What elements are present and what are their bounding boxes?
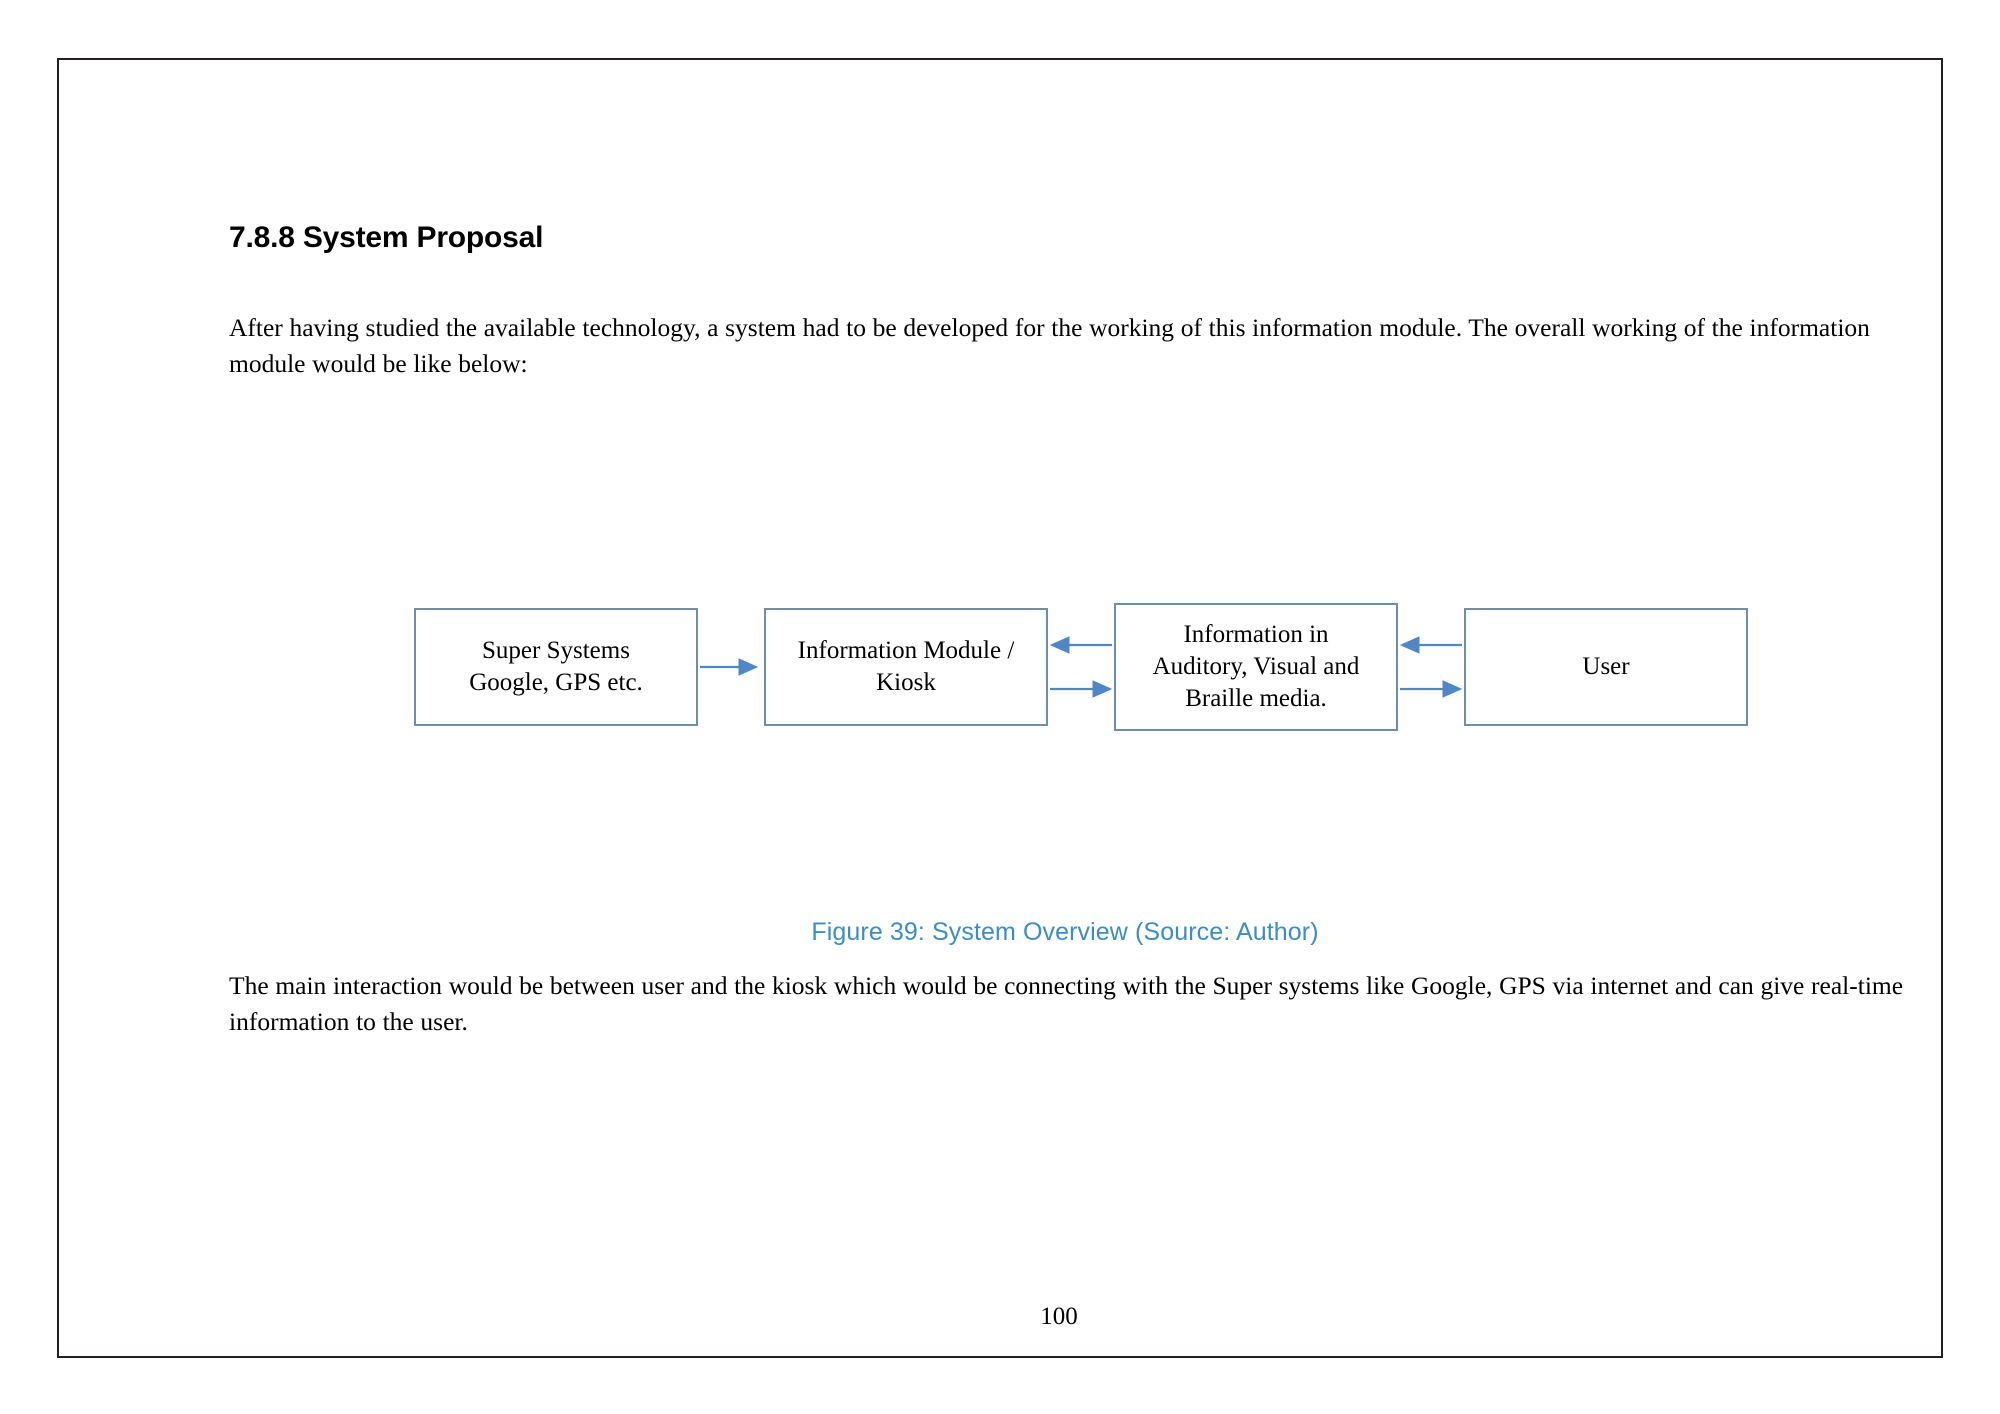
diagram-box-line: Google, GPS etc. xyxy=(469,669,643,696)
diagram-box-information-media[interactable]: Information in Auditory, Visual and Brai… xyxy=(1114,603,1398,731)
diagram-box-line: Super Systems xyxy=(482,637,630,664)
diagram-box-line: Kiosk xyxy=(876,669,936,696)
diagram-box-super-systems[interactable]: Super Systems Google, GPS etc. xyxy=(414,608,698,726)
system-overview-diagram: Super Systems Google, GPS etc. Informati… xyxy=(414,596,1748,736)
diagram-box-line: Information in xyxy=(1183,621,1329,648)
diagram-box-line: Braille media. xyxy=(1185,685,1327,712)
page-title: 7.8.8 System Proposal xyxy=(229,221,544,254)
diagram-box-line: User xyxy=(1582,653,1630,680)
outro-paragraph: The main interaction would be between us… xyxy=(229,971,1904,1037)
page-body: 7.8.8 System Proposal xyxy=(229,220,1899,256)
diagram-connectors xyxy=(700,636,1463,698)
diagram-box-line: Auditory, Visual and xyxy=(1152,653,1360,680)
diagram-box-information-module[interactable]: Information Module / Kiosk xyxy=(764,608,1048,726)
page-number: 100 xyxy=(1040,1303,1078,1330)
intro-paragraph: After having studied the available techn… xyxy=(229,313,1870,379)
diagram-box-line: Information Module / xyxy=(797,637,1015,664)
page-frame: 7.8.8 System Proposal After having studi… xyxy=(57,58,1943,1358)
figure-caption: Figure 39: System Overview (Source: Auth… xyxy=(811,918,1319,946)
diagram-box-user[interactable]: User xyxy=(1464,608,1748,726)
